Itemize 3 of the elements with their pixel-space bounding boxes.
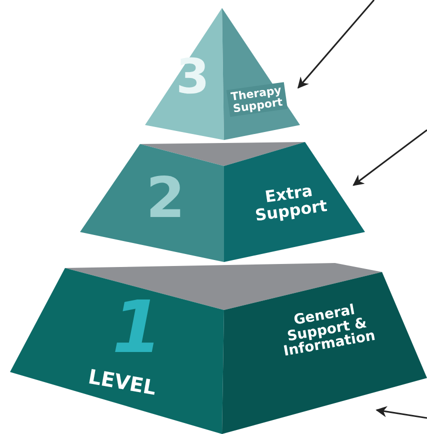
level-number: 3: [176, 52, 210, 102]
arrow: [352, 129, 427, 186]
arrow: [297, 0, 375, 89]
